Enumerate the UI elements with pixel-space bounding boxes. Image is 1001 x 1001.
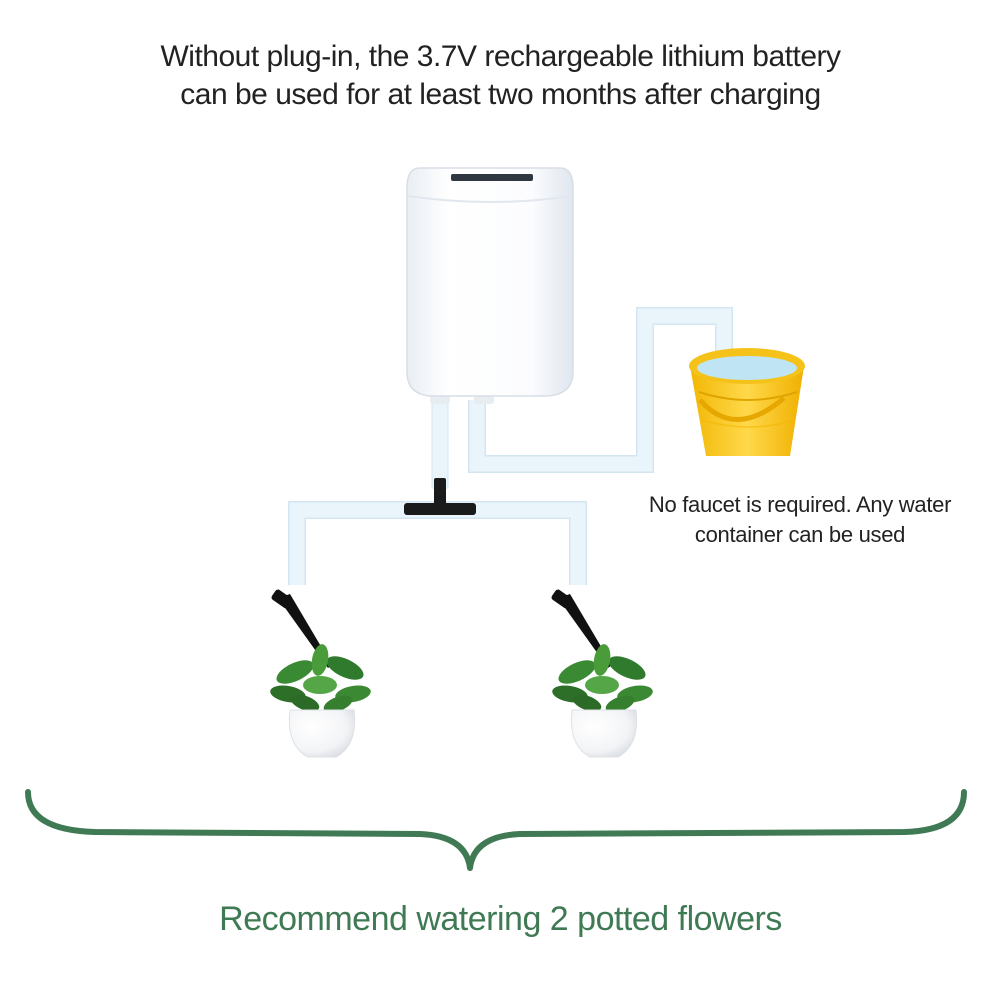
right-pot <box>570 709 638 758</box>
water-bucket <box>689 348 805 456</box>
pump-lid-seam <box>407 195 573 203</box>
pump-unit <box>406 167 574 404</box>
left-potted-plant <box>270 644 371 758</box>
bucket-handle <box>698 396 786 422</box>
pump-body <box>406 167 574 397</box>
bucket-water <box>697 356 797 380</box>
t-connector <box>404 478 476 515</box>
distribution-tube <box>288 501 587 585</box>
headline: Without plug-in, the 3.7V rechargeable l… <box>0 38 1001 114</box>
footer-caption: Recommend watering 2 potted flowers <box>219 900 782 938</box>
right-plant-leaves <box>552 644 653 713</box>
left-pot <box>288 709 356 758</box>
outlet-tube <box>431 399 449 489</box>
curly-brace <box>25 789 967 871</box>
water-note-line-2: container can be used <box>694 522 906 547</box>
right-potted-plant <box>552 644 653 758</box>
water-note-line-1: No faucet is required. Any water <box>648 492 952 517</box>
bucket-body <box>690 366 804 456</box>
left-plant-leaves <box>270 644 371 713</box>
headline-line-1: Without plug-in, the 3.7V rechargeable l… <box>160 40 841 73</box>
water-container-note: No faucet is required. Any water contain… <box>620 490 980 550</box>
headline-line-2: can be used for at least two months afte… <box>180 78 821 111</box>
pump-display <box>451 174 533 181</box>
